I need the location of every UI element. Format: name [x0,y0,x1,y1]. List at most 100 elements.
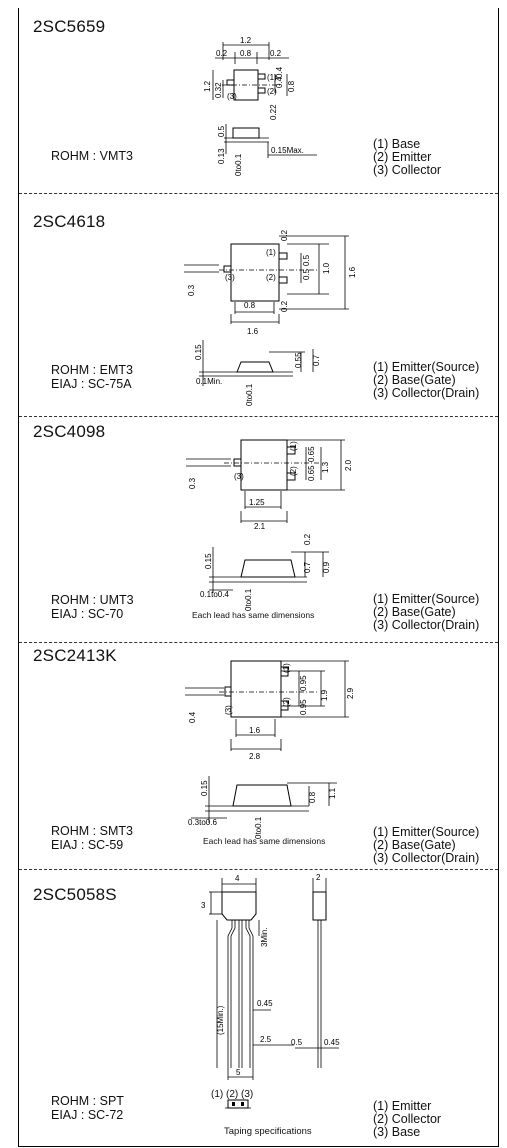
dim-text: 0.8 [240,49,252,58]
dim-text: 4 [235,874,240,883]
dim-text: 0.5 [217,125,226,137]
emt3-outline-drawing: 0.3 (3) (1) (2) 0.2 0.2 0.5 0.5 1.0 1.6 … [184,229,357,406]
dim-text: 1.6 [348,266,357,278]
dim-text: 0.3 [188,477,197,489]
section-2sc4098: 2SC4098 0.3 (3) (1) (2) 0.65 0.65 1.3 2.… [19,417,498,642]
part-number: 2SC4618 [33,212,106,231]
dim-text: 0.22 [269,104,278,120]
dim-text: 0.2 [280,229,289,241]
dim-text: 0.5 [302,268,311,280]
pin-label: (1) [289,441,298,451]
dim-text: 0.15Max. [271,146,304,155]
dim-text: 0.45 [324,1038,340,1047]
dim-text: 0.32 [214,82,223,98]
dim-text: 1.25 [249,498,265,507]
dim-text: 0to0.1 [245,383,254,406]
pin-label: (3) [227,92,237,101]
pin-item: (2) Emitter [373,150,432,164]
pin-list: (1) Base (2) Emitter (3) Collector [373,138,441,177]
section-2sc5058s: 2SC5058S 4 3 (15Min.) 3Min. 0.45 2.5 [19,870,498,1146]
pin-item: (1) Emitter(Source) [373,360,480,374]
section-2sc5659: 2SC5659 1.2 0.2 0.8 0.2 (3) (1) (2) 1.2 … [19,8,498,193]
pin-list: (1) Emitter(Source) (2) Base(Gate) (3) C… [373,593,479,632]
dim-text: 1.9 [320,689,329,701]
package-name: ROHM : SMT3 EIAJ : SC-59 [51,824,133,852]
dim-text: 0.45 [257,999,273,1008]
dim-text: 0.55 [294,352,303,368]
dim-text: 2.9 [346,687,355,699]
dim-text: 0.15 [200,780,209,796]
dim-text: 0.3to0.6 [188,818,217,827]
dim-text: 1.0 [322,262,331,274]
dim-text: 0.2 [270,49,282,58]
pin-item: (2) Collector [373,1112,442,1126]
section-divider [19,416,498,417]
part-number: 2SC4098 [33,422,106,441]
pin-label: (3) [234,472,244,481]
section-divider [19,869,498,870]
pin-list: (1) Emitter (2) Collector (3) Base [373,1100,441,1139]
pin-label: (2) [282,697,291,707]
dim-text: 0.2 [280,300,289,312]
dim-text: 1.1 [328,787,337,799]
pin-label: (2) [267,87,277,96]
dim-text: 0.4 [275,76,284,88]
dim-text: 0.95 [299,699,308,715]
dim-text: 2 [316,873,321,882]
dim-text: 0.2 [303,533,312,545]
part-number: 2SC5659 [33,17,106,36]
datasheet-sheet: 2SC5659 1.2 0.2 0.8 0.2 (3) (1) (2) 1.2 … [18,8,499,1147]
dim-text: 1.2 [240,36,252,45]
dim-text: 0.1Min. [196,377,222,386]
dim-text: 0.4 [275,66,284,78]
dim-text: 0.7 [303,561,312,573]
dim-text: 0.7 [312,354,321,366]
dim-text: 0.13 [217,148,226,164]
dim-text: 1.6 [247,327,259,336]
dim-text: 1.2 [203,80,212,92]
dim-text: 0to0.1 [244,588,253,611]
pin-label: (3) [224,705,233,715]
section-2sc4618: 2SC4618 0.3 (3) (1) (2) 0.2 0.2 0.5 0.5 … [19,194,498,416]
dim-text: 0.4 [188,711,197,723]
package-name: ROHM : UMT3 EIAJ : SC-70 [51,593,134,621]
dim-text: 0.3 [187,284,196,296]
dim-text: 0.8 [287,80,296,92]
dim-text: 0.5 [302,254,311,266]
pin-item: (3) Base [373,1125,421,1139]
dim-text: 0.15 [194,344,203,360]
dim-text: 0.1to0.4 [200,590,229,599]
dim-text: 0.8 [244,301,256,310]
dim-text: 0.5 [291,1038,303,1047]
taping-note: Taping specifications [224,1126,312,1137]
dim-text: 0.9 [322,561,331,573]
dim-text: 2.5 [260,1035,272,1044]
pin-item: (1) Emitter(Source) [373,592,480,606]
dim-text: (15Min.) [216,1005,225,1035]
smt3-outline-drawing: 0.4 (3) (1) (2) 0.95 0.95 1.9 2.9 1.6 2.… [185,660,355,839]
pin-label: (1) [267,73,277,82]
pin-item: (1) Emitter(Source) [373,825,480,839]
pin-item: (2) Base(Gate) [373,373,456,387]
dim-text: 1.3 [321,461,330,473]
dim-text: 2.8 [249,752,261,761]
dim-text: 2.0 [344,459,353,471]
dim-text: 0.15 [204,553,213,569]
pin-label: (2) [266,273,276,282]
dim-text: 3Min. [260,927,269,947]
lead-note: Each lead has same dimensions [192,610,315,620]
section-2sc2413k: 2SC2413K 0.4 (3) (1) (2) 0.95 0.95 1.9 2… [19,643,498,869]
lead-note: Each lead has same dimensions [203,836,326,846]
dim-text: 0.8 [308,791,317,803]
package-name: ROHM : EMT3 EIAJ : SC-75A [51,363,133,391]
dim-text: 5 [236,1068,241,1077]
dim-text: 0.65 [307,446,316,462]
dim-text: 2.1 [254,522,266,531]
pin-label: (1) [282,663,291,673]
pin-item: (3) Collector(Drain) [373,851,480,865]
pin-item: (3) Collector(Drain) [373,618,480,632]
package-name: ROHM : VMT3 [51,149,133,163]
dim-text: 0.2 [216,49,228,58]
pin-item: (1) Base [373,137,421,151]
section-divider [19,193,498,194]
